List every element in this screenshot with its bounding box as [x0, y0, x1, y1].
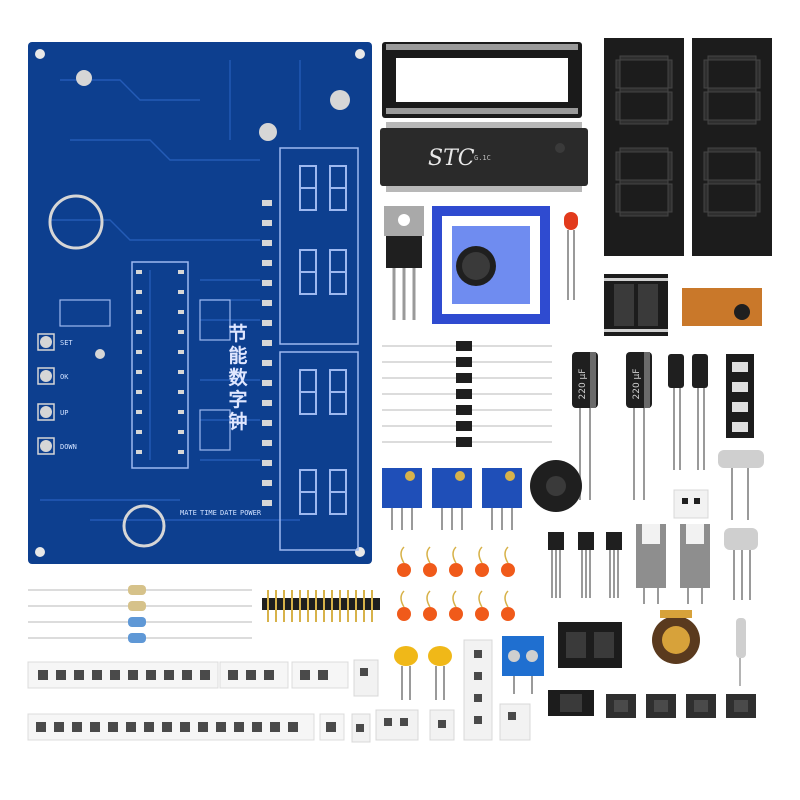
mcu-chip: STC G.1C: [380, 122, 588, 192]
push-switch-1: [636, 524, 666, 604]
silk-label-ok: OK: [60, 373, 69, 381]
white-header-connectors: [673, 489, 709, 519]
diode-tape: [382, 341, 552, 447]
electrolytic-capacitor-2: 220 μF: [626, 352, 652, 500]
temperature-sensor-board: [682, 288, 762, 326]
coin-battery-package: [432, 206, 550, 324]
capacitor-2-label: 220 μF: [632, 369, 642, 400]
silk-label-set: SET: [60, 339, 73, 347]
white-jst-connectors: [351, 639, 531, 743]
ic-socket-40pin: [382, 42, 582, 118]
silk-label-up: UP: [60, 409, 68, 417]
pcb-display-footprint-upper: [279, 147, 359, 345]
smd-resistor-tape-lower: [27, 713, 345, 741]
pcb-title-char-3: 数: [228, 366, 248, 389]
transistors: [548, 532, 622, 598]
ceramic-capacitors-orange: [397, 546, 515, 621]
pcb-battery-footprint: [48, 194, 104, 250]
pcb-silk-labels: SET OK UP DOWN MATE TIME DATE POWER: [60, 339, 262, 517]
seven-segment-display-right: [692, 38, 772, 256]
small-electrolytic-capacitors: [668, 354, 708, 470]
buzzer: [530, 460, 582, 512]
mcu-code-text: G.1C: [474, 154, 491, 162]
smd-component-strip-vertical: [726, 354, 754, 438]
metal-can-transistor: [724, 528, 758, 600]
pcb-title-char-5: 钟: [228, 410, 247, 433]
smd-resistor-tape-upper: [27, 661, 349, 689]
silk-label-power: POWER: [240, 509, 262, 517]
capacitor-1-label: 220 μF: [578, 369, 588, 400]
coin-cell-holder: [652, 610, 700, 664]
silk-label-date: DATE: [220, 509, 237, 517]
pcb-board: SET OK UP DOWN MATE TIME DATE POWER 节 能 …: [28, 42, 372, 564]
silk-label-time: TIME: [200, 509, 217, 517]
red-led: [564, 212, 578, 300]
pcb-mcu-footprint: [131, 261, 189, 469]
pcb-display-footprint-lower: [279, 351, 359, 551]
seven-segment-display-left: [604, 38, 684, 256]
pcb-title-char-4: 字: [228, 388, 247, 411]
pcb-title-vertical: 节 能 数 字 钟: [228, 323, 248, 433]
push-switch-2: [680, 524, 710, 604]
trim-potentiometer-1: [382, 468, 422, 530]
mcu-brand-text: STC: [428, 146, 475, 171]
pin-header-strip: [262, 590, 380, 622]
pcb-title-char-2: 能: [228, 344, 247, 367]
small-crystal: [736, 618, 746, 686]
smd-ic-tape-bottom: [558, 622, 622, 668]
screw-terminal-block: [502, 636, 544, 694]
voltage-regulator-to220: [384, 206, 424, 320]
resistors-tape: [28, 585, 252, 643]
pcb-buzzer-footprint: [122, 504, 166, 548]
silk-label-mate: MATE: [180, 509, 197, 517]
crystal-oscillator: [718, 450, 764, 520]
trim-potentiometer-3: [482, 468, 522, 530]
trim-potentiometer-2: [432, 468, 472, 530]
pcb-title-char-1: 节: [228, 323, 247, 345]
smd-ic-tape-top: [604, 274, 668, 336]
electrolytic-capacitor-1: 220 μF: [572, 352, 598, 500]
ceramic-capacitors-yellow: [394, 646, 452, 700]
silk-label-down: DOWN: [60, 443, 77, 451]
tactile-buttons: [606, 694, 756, 718]
smd-ic-single: [548, 690, 594, 716]
